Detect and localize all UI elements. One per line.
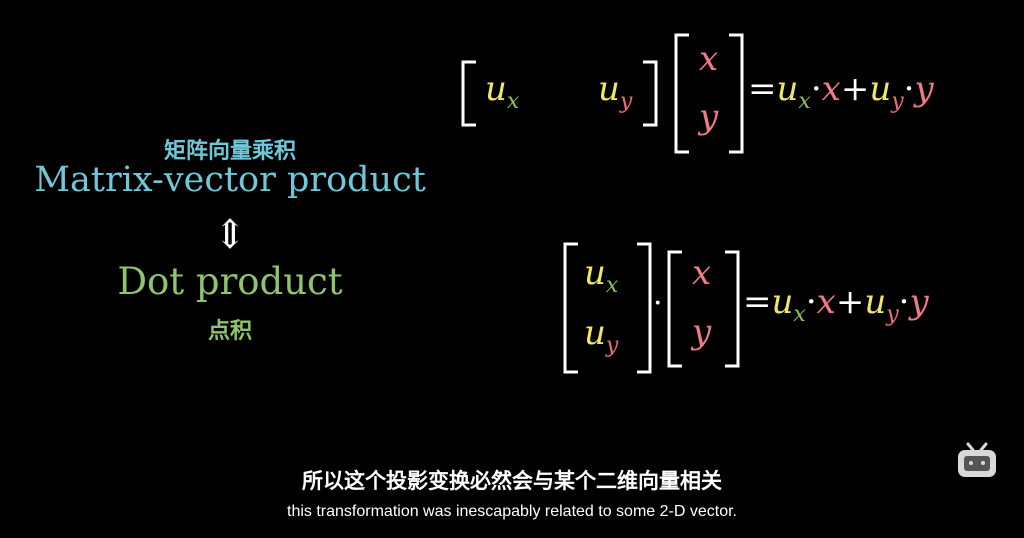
equation-top: ux uy x y =ux·x+uy·y [461,33,934,154]
row-uy: uy [598,69,633,114]
row-bracket-right [643,60,658,127]
equivalence-arrow: ⇕ [213,212,247,258]
col-uy: uy [584,313,619,358]
matrix-vector-cn-label: 矩阵向量乘积 [163,139,296,164]
dot-operator: · [653,286,663,321]
col-x: x [699,39,718,79]
col2-x: x [692,253,711,293]
col-ux: ux [584,253,619,298]
matrix-vector-en-label: Matrix-vector product [34,160,426,200]
row-bracket-left [461,60,476,127]
dot-product-en-label: Dot product [117,260,343,303]
col-bracket-right [729,33,744,154]
xy-bracket-left [667,250,682,368]
subtitle-chinese: 所以这个投影变换必然会与某个二维向量相关 [302,469,722,493]
rhs-bottom: =ux·x+uy·y [743,282,929,327]
col-bracket-left [674,33,689,154]
col-y: y [697,97,719,137]
subtitle-english: this transformation was inescapably rela… [287,503,737,520]
col2-y: y [690,312,712,352]
equation-bottom: ux uy · x y =ux·x+uy·y [563,242,929,374]
u-bracket-right [637,242,652,374]
tv-logo-icon [958,442,996,477]
u-bracket-left [563,242,578,374]
dot-product-cn-label: 点积 [207,319,252,344]
rhs-top: =ux·x+uy·y [748,69,934,114]
xy-bracket-right [725,250,740,368]
row-ux: ux [485,69,520,114]
